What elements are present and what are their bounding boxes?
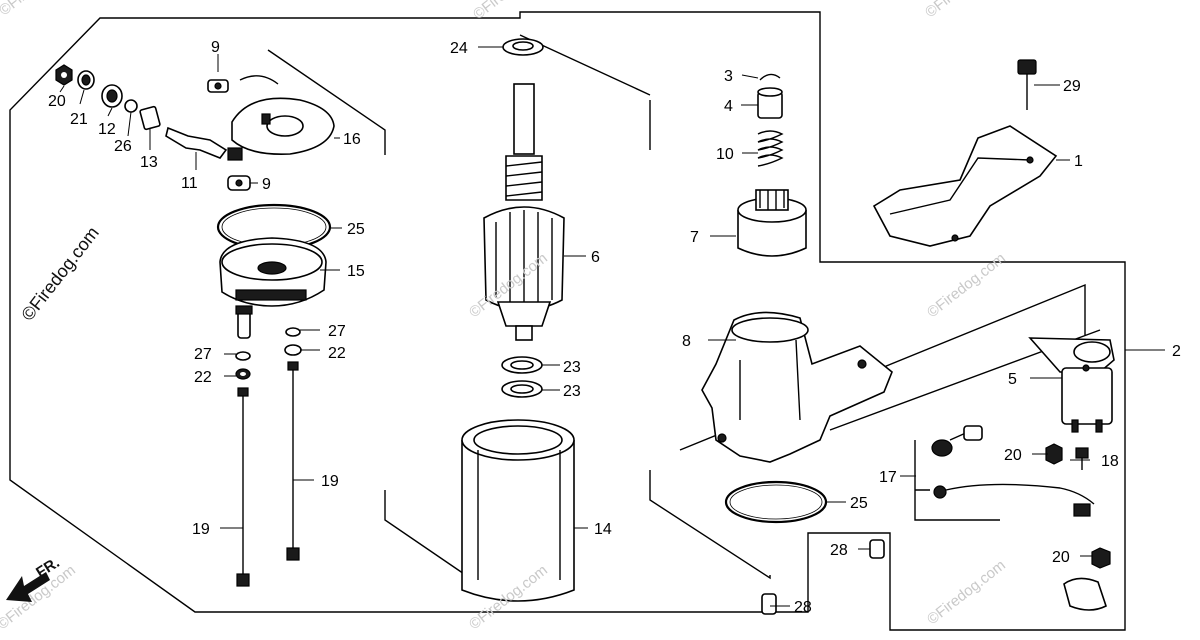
inner-panel-right: [679, 283, 1101, 521]
arrow-icon: [6, 572, 50, 602]
watermark-upper-right: ©Firedog.com: [922, 0, 1007, 21]
callout-9-top: 9: [211, 39, 220, 56]
part-24-washer-top: [502, 38, 544, 56]
diagram-frame: [9, 11, 1126, 631]
part-1-bracket: [872, 125, 1058, 247]
part-18-bolt: [1075, 447, 1089, 470]
callout-20-left: 20: [48, 93, 66, 110]
part-16-brush-holder: [231, 75, 335, 156]
callout-19-left: 19: [192, 521, 210, 538]
part-bolt-stub: [235, 305, 253, 339]
callout-23-lower: 23: [563, 383, 581, 400]
leader-lines: [59, 46, 1165, 607]
callout-3: 3: [724, 68, 733, 85]
part-22-washer-left: [235, 368, 251, 380]
callout-22-left: 22: [194, 369, 212, 386]
part-11-terminal: [165, 126, 243, 161]
callout-24: 24: [450, 40, 468, 57]
part-20-nut: [55, 64, 73, 86]
part-28-cap-lower: [761, 593, 777, 615]
part-23-washer-upper: [501, 356, 543, 374]
part-3-clip: [759, 73, 781, 81]
part-29-bolt: [1017, 59, 1037, 110]
part-27-washer-right: [285, 327, 301, 337]
part-13-brush: [139, 105, 161, 131]
part-12-bearing: [101, 84, 123, 108]
part-5-solenoid: [1028, 337, 1115, 433]
callout-27-right: 27: [328, 323, 346, 340]
callout-18: 18: [1101, 453, 1119, 470]
part-9-brush-lower: [227, 175, 251, 191]
callout-7: 7: [690, 229, 699, 246]
callout-20-cable: 20: [1004, 447, 1022, 464]
part-19-through-bolt-left: [236, 387, 250, 587]
part-27-washer-left: [235, 351, 251, 361]
callout-27-left: 27: [194, 346, 212, 363]
callout-8: 8: [682, 333, 691, 350]
inner-panel-left: [267, 49, 651, 579]
callout-25-bottom: 25: [850, 495, 868, 512]
part-21-collar: [77, 70, 95, 90]
callout-13: 13: [140, 154, 158, 171]
part-25-oring-bottom: [724, 480, 828, 524]
callout-28-lower: 28: [794, 599, 812, 616]
part-22-washer-right: [284, 344, 302, 356]
part-6-armature: [483, 83, 565, 341]
part-9-brush-upper: [207, 79, 229, 93]
callout-20-lower: 20: [1052, 549, 1070, 566]
callout-16: 16: [343, 131, 361, 148]
callout-4: 4: [724, 98, 733, 115]
callout-6: 6: [591, 249, 600, 266]
callout-21: 21: [70, 111, 88, 128]
part-20-nut-cable: [1045, 443, 1063, 465]
watermark-mid-right: ©Firedog.com: [924, 250, 1009, 322]
part-4-collar: [757, 87, 783, 119]
callout-28-upper: 28: [830, 542, 848, 559]
watermark-lower-right: ©Firedog.com: [924, 557, 1009, 629]
part-28-cap-upper: [869, 539, 885, 559]
part-17-cable: [931, 425, 1095, 517]
callout-25-top: 25: [347, 221, 365, 238]
callout-22-right: 22: [328, 345, 346, 362]
part-15-rear-cover: [219, 237, 327, 307]
part-7-pinion-gear: [737, 189, 807, 257]
part-23-washer-lower: [501, 380, 543, 398]
watermark-main: ©Firedog.com: [17, 223, 103, 325]
callout-12: 12: [98, 121, 116, 138]
callout-2: 2: [1172, 343, 1181, 360]
callout-23-upper: 23: [563, 359, 581, 376]
callout-5: 5: [1008, 371, 1017, 388]
callout-14: 14: [594, 521, 612, 538]
callout-10: 10: [716, 146, 734, 163]
part-19-through-bolt-right: [286, 361, 300, 561]
part-20-nut-lower: [1091, 547, 1111, 569]
part-10-spring: [757, 130, 784, 167]
part-8-front-cover: [701, 311, 893, 463]
part-washer-small: [124, 99, 138, 113]
callout-9-bottom: 9: [262, 176, 271, 193]
part-14-yoke: [461, 419, 575, 602]
part-terminal-boot: [1063, 577, 1107, 611]
callout-17: 17: [879, 469, 897, 486]
callout-1: 1: [1074, 153, 1083, 170]
callout-29: 29: [1063, 78, 1081, 95]
callout-19-right: 19: [321, 473, 339, 490]
callout-26: 26: [114, 138, 132, 155]
watermark-upper-left: ©Firedog.com: [0, 0, 81, 19]
callout-15: 15: [347, 263, 365, 280]
callout-11: 11: [181, 175, 198, 192]
